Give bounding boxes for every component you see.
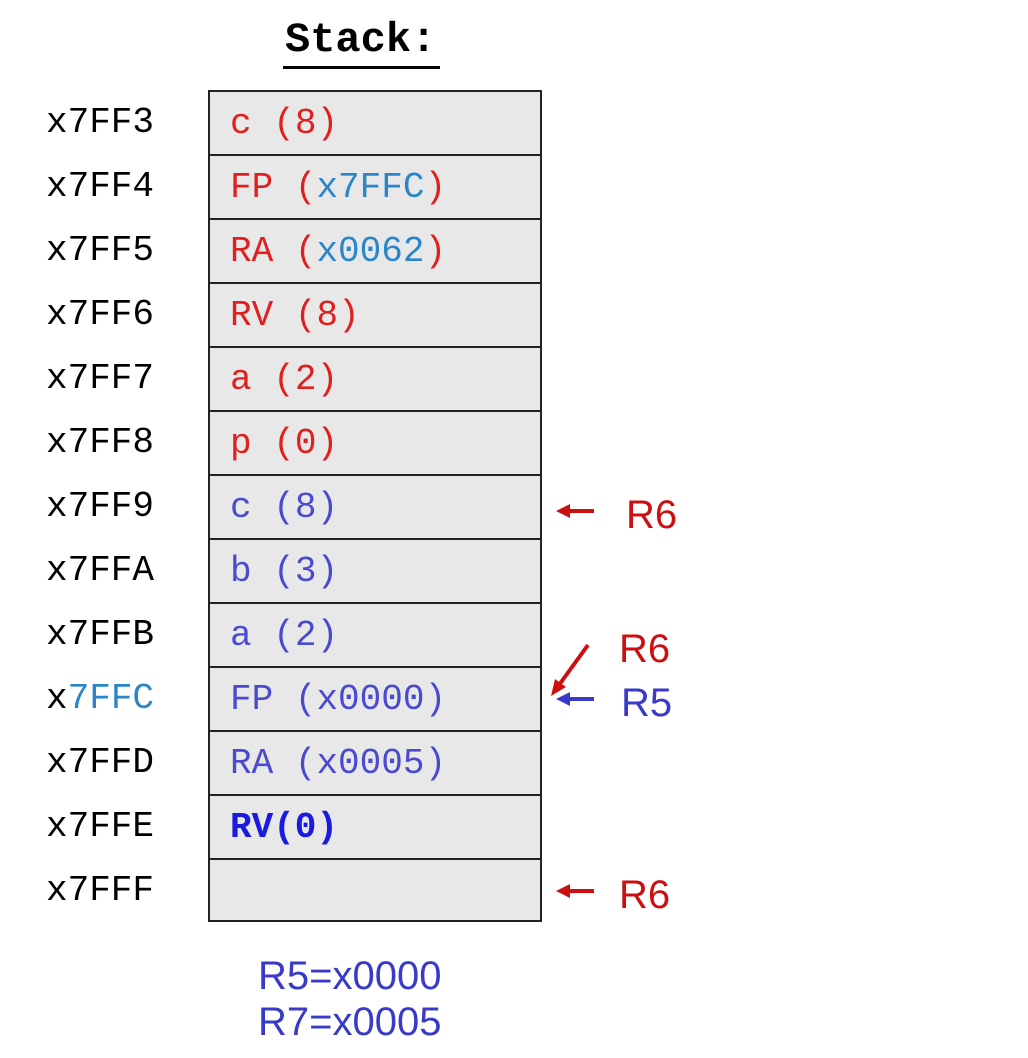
r5-label: R5 — [621, 681, 673, 725]
address-label: x7FF9 — [46, 486, 155, 527]
r5-value: R5=x0000 — [258, 954, 442, 998]
stack-memory-column: c (8) FP (x7FFC) RA (x0062) RV (8) a (2)… — [208, 90, 542, 922]
r5-arrow-icon — [556, 692, 594, 706]
stack-cell: FP (x0000) — [210, 668, 540, 732]
stack-cell: c (8) — [210, 92, 540, 156]
address-label: x7FFF — [46, 870, 155, 911]
r6-label: R6 — [626, 493, 678, 537]
stack-cell: c (8) — [210, 476, 540, 540]
r6-arrow-icon — [556, 504, 594, 518]
r6-label: R6 — [619, 873, 671, 917]
stack-cell: a (2) — [210, 348, 540, 412]
stack-title: Stack: — [283, 14, 441, 69]
stack-cell: p (0) — [210, 412, 540, 476]
address-label: x7FFE — [46, 806, 155, 847]
address-label: x7FF4 — [46, 166, 155, 207]
stack-cell: RA (x0005) — [210, 732, 540, 796]
address-label: x7FFC — [46, 667, 196, 731]
stack-cell: RA (x0062) — [210, 220, 540, 284]
address-label: x7FF7 — [46, 358, 155, 399]
r6-diagonal-arrow-icon — [551, 643, 590, 696]
r6-label: R6 — [619, 627, 671, 671]
address-label: x7FF3 — [46, 102, 155, 143]
address-label: x7FF8 — [46, 422, 155, 463]
stack-cell — [210, 860, 540, 924]
address-label: x7FFD — [46, 742, 155, 783]
stack-cell: FP (x7FFC) — [210, 156, 540, 220]
r6-bottom-arrow-icon — [556, 884, 594, 898]
address-label: x7FFB — [46, 614, 155, 655]
r7-value: R7=x0005 — [258, 1000, 442, 1044]
stack-cell: b (3) — [210, 540, 540, 604]
address-prefix: x — [46, 678, 68, 719]
stack-cell: a (2) — [210, 604, 540, 668]
address-label: x7FFA — [46, 550, 155, 591]
address-label: x7FF6 — [46, 294, 155, 335]
address-highlight: 7FFC — [67, 678, 155, 719]
address-label: x7FF5 — [46, 230, 155, 271]
stack-cell: RV(0) — [210, 796, 540, 860]
stack-cell: RV (8) — [210, 284, 540, 348]
